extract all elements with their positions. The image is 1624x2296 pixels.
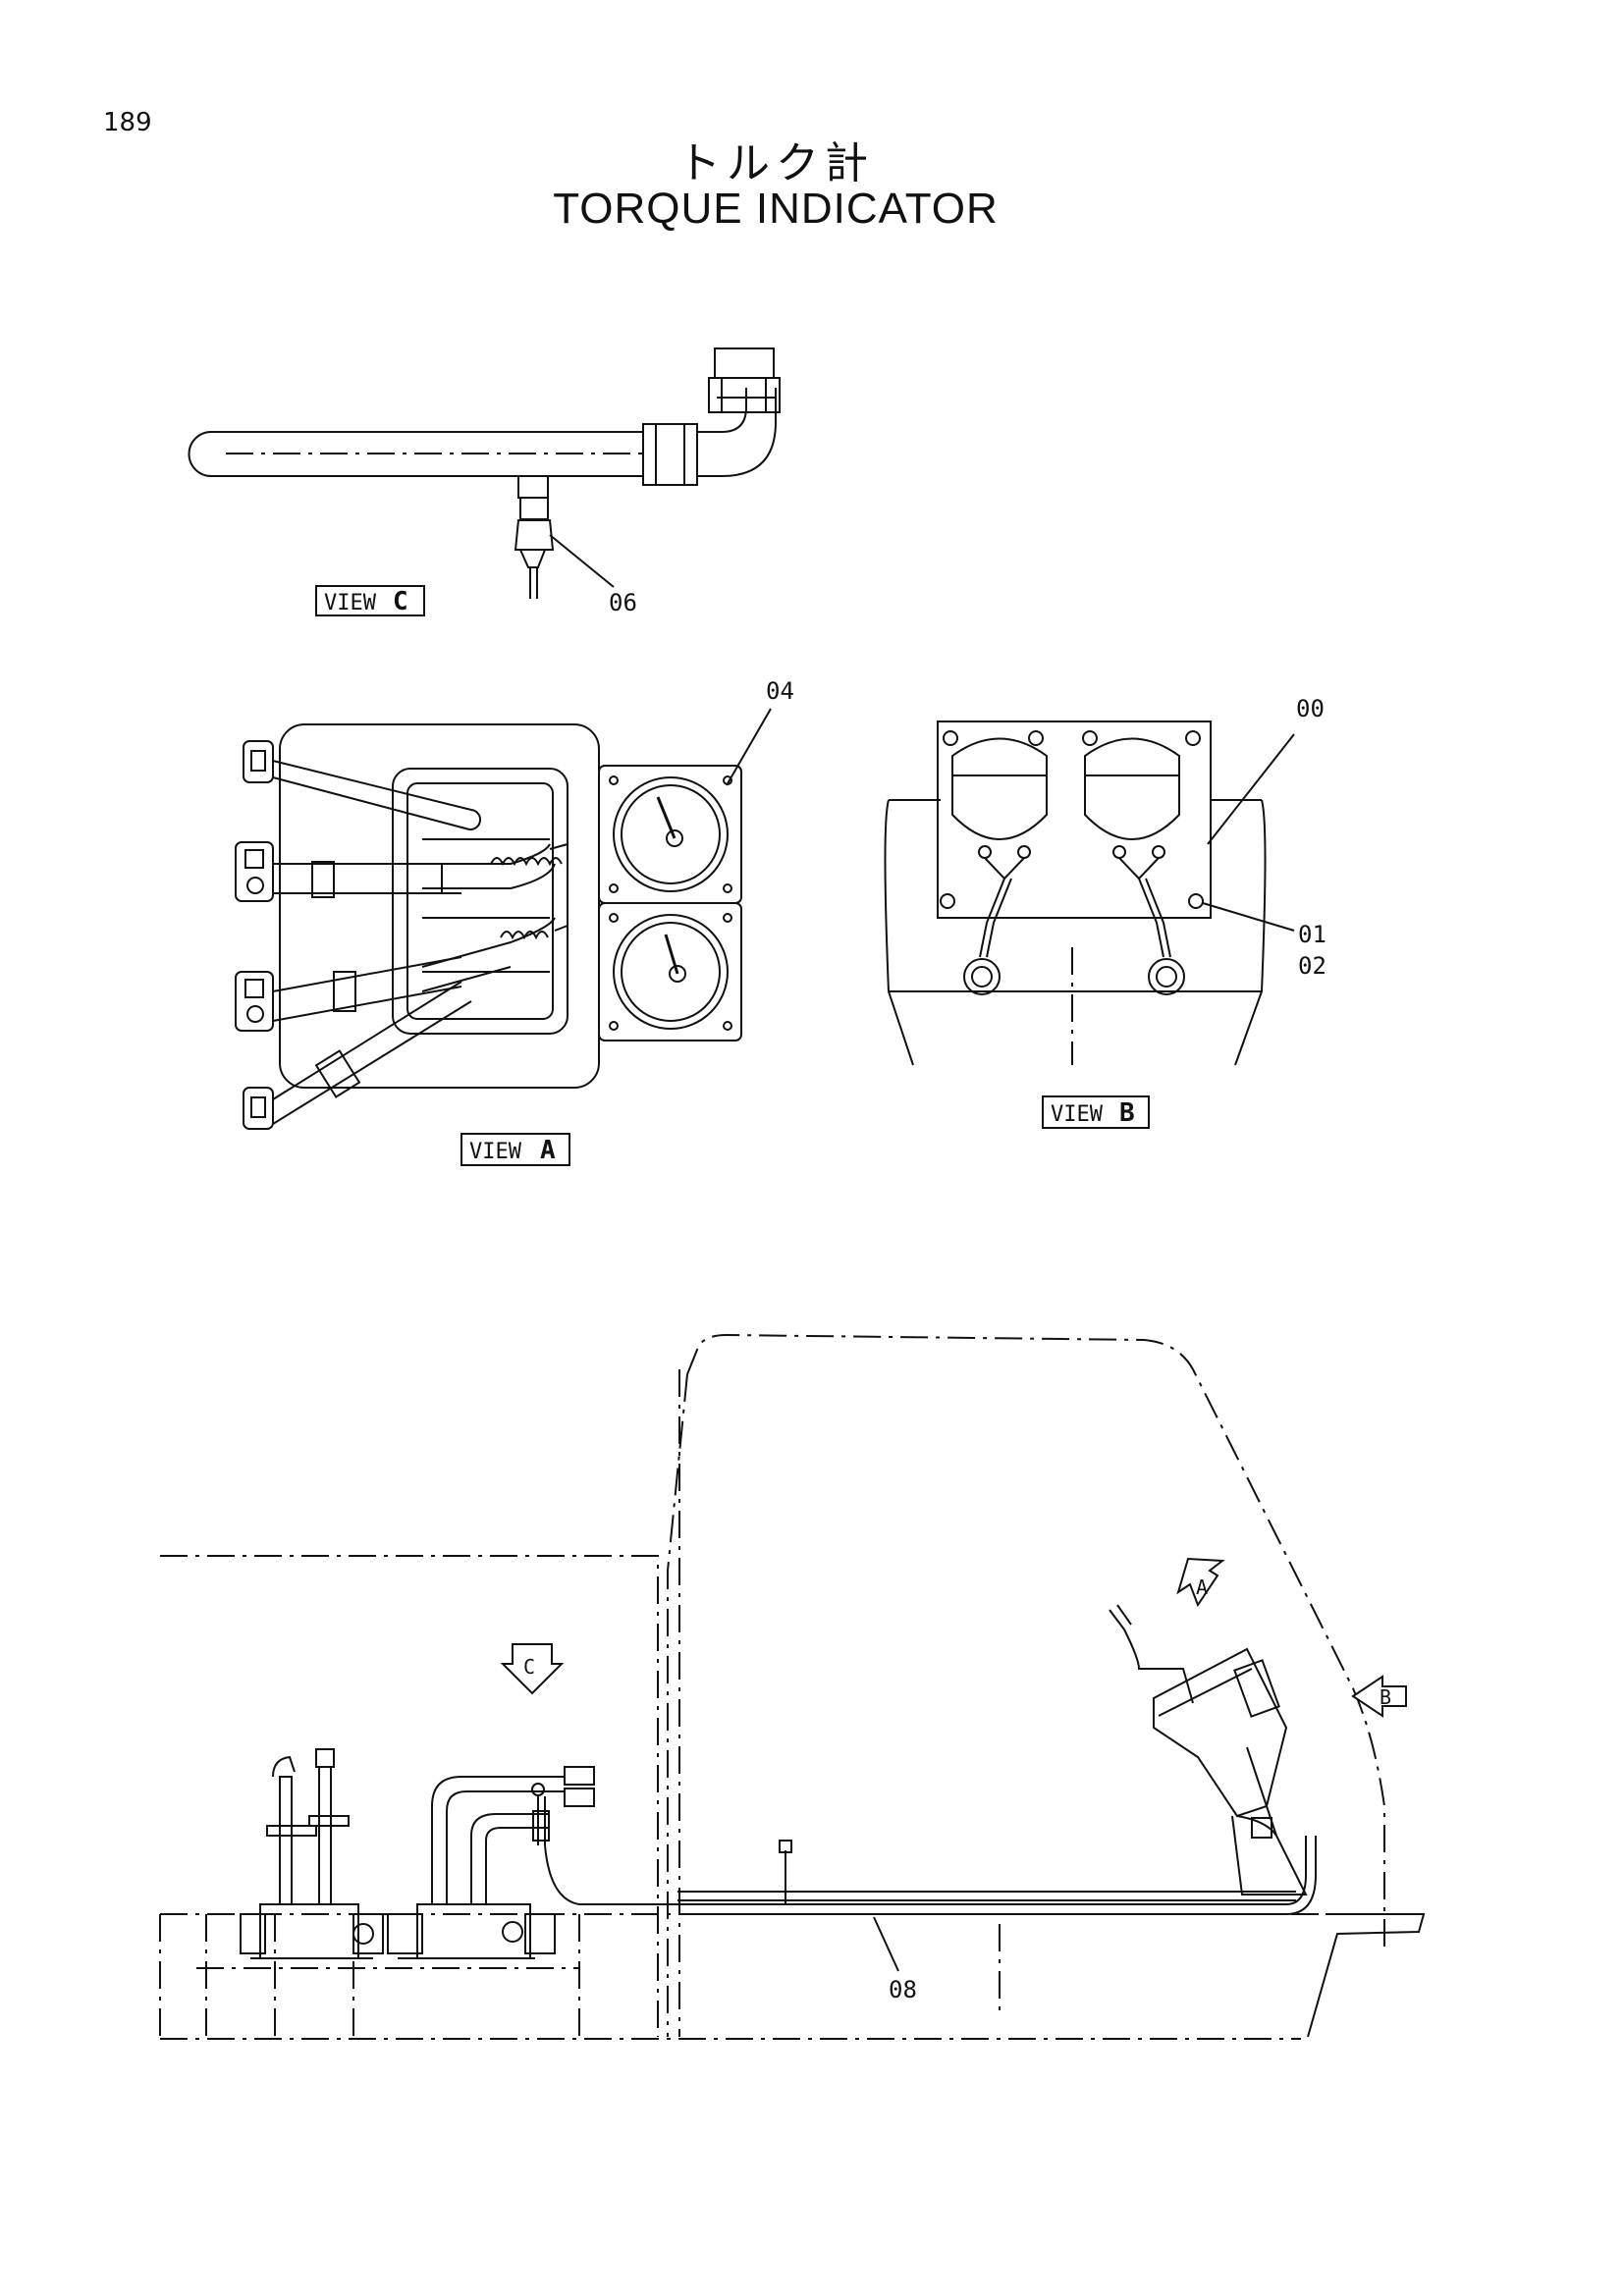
title-english: TORQUE INDICATOR [553,185,999,233]
page-number: 189 [103,108,152,137]
callout-04: 04 [766,677,794,705]
view-c-letter: C [393,587,408,616]
view-a-drawing [235,708,772,1130]
view-a-letter: A [540,1136,556,1165]
callout-08: 08 [889,1976,917,2003]
callout-01: 01 [1298,921,1326,948]
view-b-drawing [884,721,1295,1066]
console-gauge [1109,1604,1308,1896]
marker-b-letter: B [1380,1685,1391,1709]
view-b-label: VIEW B [1042,1095,1150,1129]
view-a-word: VIEW [469,1140,522,1164]
callout-00: 00 [1296,695,1325,722]
direction-marker-c: C [500,1643,565,1695]
view-a-label: VIEW A [460,1133,570,1166]
view-c-label: VIEW C [315,585,425,616]
main-assembly-drawing: C A B [159,1333,1426,2040]
callout-02: 02 [1298,952,1326,980]
callout-06: 06 [609,589,637,616]
view-c-word: VIEW [324,591,377,615]
view-b-letter: B [1119,1098,1135,1128]
view-c-drawing [188,347,781,599]
pump-left [240,1748,384,1959]
marker-c-letter: C [523,1655,535,1679]
marker-a-letter: A [1196,1575,1208,1599]
pump-right [387,1766,595,1959]
direction-marker-b: B [1351,1675,1407,1718]
title-japanese: トルク計 [677,138,874,188]
view-b-word: VIEW [1051,1102,1104,1127]
direction-marker-a: A [1176,1557,1225,1608]
